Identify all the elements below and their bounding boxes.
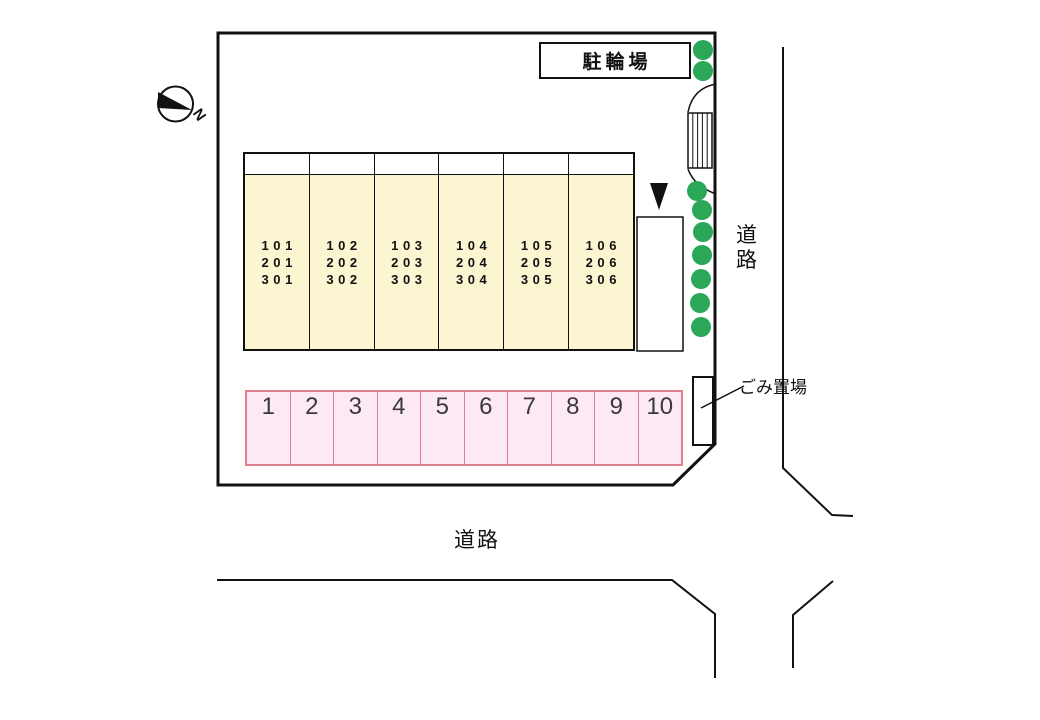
parking-space: 4 [378,392,421,464]
balcony-strip [245,154,309,175]
garbage-station-rect [692,376,714,446]
unit-column-1: 101 201 301 [245,154,310,349]
parking-space: 2 [291,392,334,464]
tree-icon [693,40,713,60]
tree-icon [691,269,711,289]
parking-space-number: 2 [305,393,319,420]
property-boundary [216,31,717,487]
unit-numbers: 106 206 306 [569,175,633,349]
unit-column-2: 102 202 302 [309,154,375,349]
balcony-strip [374,154,439,175]
garbage-station-label: ごみ置場 [739,378,807,397]
unit-number: 206 [585,254,621,270]
road-corner-southeast [792,580,834,668]
balcony-strip [569,154,633,175]
road-edge-bottom [217,579,716,678]
balcony-strip [504,154,569,175]
parking-space-number: 6 [479,393,493,420]
parking-space: 5 [421,392,465,464]
compass-needle [158,92,192,110]
unit-number: 204 [456,254,492,270]
parking-space: 3 [334,392,378,464]
tree-icon [687,181,707,201]
unit-number: 106 [585,237,621,253]
parking-lot: 1 2 3 4 5 6 7 8 9 10 [245,390,683,466]
parking-space: 7 [508,392,552,464]
garbage-leader-line [700,385,745,409]
balcony-strip [439,154,504,175]
parking-space-number: 8 [566,393,580,420]
unit-numbers: 103 203 303 [375,175,439,349]
driveway-flare-top [687,83,717,113]
parking-space: 9 [595,392,639,464]
bicycle-parking-label: 駐輪場 [582,52,652,73]
tree-icon [691,317,711,337]
tree-icons [687,40,713,337]
unit-number: 104 [456,237,492,253]
parking-space-number: 1 [261,393,275,420]
unit-numbers: 102 202 302 [310,175,374,349]
entrance-walkway-hatch [687,112,713,169]
unit-column-4: 104 204 304 [439,154,505,349]
parking-space-number: 5 [435,393,449,420]
unit-number: 205 [520,254,557,270]
unit-column-3: 103 203 303 [374,154,440,349]
unit-column-6: 106 206 306 [569,154,633,349]
unit-number: 304 [456,271,492,287]
tree-icon [692,200,712,220]
unit-number: 301 [261,271,297,287]
parking-space: 10 [639,392,682,464]
unit-number: 101 [261,237,297,253]
unit-number: 303 [391,271,427,287]
unit-number: 306 [585,271,621,287]
unit-numbers: 101 201 301 [245,175,309,349]
unit-number: 103 [391,237,427,253]
unit-number: 102 [326,237,362,253]
north-arrow-icon: N [157,85,209,124]
parking-space-number: 9 [609,393,623,420]
parking-space-number: 4 [392,393,406,420]
unit-number: 203 [391,254,427,270]
parking-space-number: 7 [522,393,536,420]
unit-number: 201 [261,254,297,270]
road-label-bottom: 道路 [454,529,500,552]
tree-icon [690,293,710,313]
parking-space: 6 [465,392,508,464]
unit-number: 202 [326,254,362,270]
road-edge-right [782,47,854,517]
parking-space: 8 [552,392,595,464]
unit-numbers: 105 205 305 [504,175,568,349]
entrance-arrow-icon [650,183,668,210]
tree-icon [693,222,713,242]
parking-space-number: 3 [348,393,362,420]
tree-icon [693,61,713,81]
tree-icon [692,245,712,265]
unit-column-5: 105 205 305 [504,154,570,349]
road-label-right: 道路 [736,224,757,272]
unit-number: 105 [520,237,557,253]
apartment-building: 101 201 301 102 202 302 103 203 303 [243,152,635,351]
bicycle-parking-label-box: 駐輪場 [539,42,691,79]
balcony-strip [309,154,374,175]
parking-space-number: 10 [646,393,674,420]
parking-space: 1 [247,392,291,464]
unit-number: 302 [326,271,362,287]
unit-number: 305 [520,271,557,287]
entrance-hall [636,216,684,352]
unit-numbers: 104 204 304 [439,175,503,349]
